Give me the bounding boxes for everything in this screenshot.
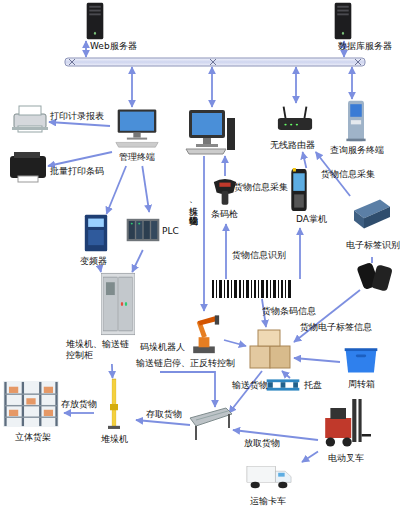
flow-arrow xyxy=(49,122,110,126)
terminal-node: 管理终端 xyxy=(110,108,166,166)
network-bus xyxy=(65,58,365,66)
node-label: 电动叉车 xyxy=(328,453,364,464)
bus-link xyxy=(211,67,213,107)
flow-arrow xyxy=(136,420,190,425)
connector xyxy=(111,364,113,378)
annotation-label: 货物电子标签信息 xyxy=(300,322,372,333)
robot-node: 码垛机器人 xyxy=(140,312,226,360)
flow-arrow xyxy=(371,257,373,263)
rfid-reader-node: 电子标签识别 xyxy=(336,196,411,256)
annotation-label: 货物条码信息 xyxy=(262,306,316,317)
flow-arrow xyxy=(225,224,227,279)
annotation-label: 拆垛、码垛货物 xyxy=(188,200,199,209)
barcode-image xyxy=(212,280,291,298)
flow-arrow xyxy=(282,371,290,378)
conveyor-icon xyxy=(190,408,232,440)
forklift-icon xyxy=(320,398,372,448)
flow-arrow xyxy=(160,372,215,407)
node-label: PLC xyxy=(162,226,179,237)
flow-arrow xyxy=(294,358,340,362)
flow-arrow xyxy=(224,340,246,346)
annotation-label: 批量打印条码 xyxy=(50,166,104,177)
connector xyxy=(302,452,318,463)
annotation-label: 货物信息识别 xyxy=(232,250,286,261)
connector xyxy=(303,152,307,168)
cabinet-icon xyxy=(98,272,138,336)
forklift-node: 电动叉车 xyxy=(318,398,374,468)
node-label: 堆垛机 xyxy=(101,434,128,445)
monitor-icon xyxy=(114,108,160,148)
annotation-label: 存取货物 xyxy=(146,409,182,420)
annotation-label: 打印计录报表 xyxy=(50,111,104,122)
inverter-icon xyxy=(82,214,110,252)
bin-node: 周转箱 xyxy=(338,346,390,396)
connector xyxy=(132,250,143,272)
racks-icon xyxy=(2,380,60,428)
truck-node: 运输卡车 xyxy=(236,460,302,508)
node-label: 数据库服务器 xyxy=(338,41,392,52)
node-label: DA掌机 xyxy=(296,214,327,225)
bus-link xyxy=(85,41,87,57)
inverter-node: 变频器 xyxy=(70,214,120,270)
printer-icon xyxy=(12,106,48,132)
flow-arrow xyxy=(203,156,205,311)
annotation-label: 货物信息采集 xyxy=(234,182,288,193)
reader-icon xyxy=(352,196,392,232)
router-node: 无线路由器 xyxy=(268,104,326,152)
connector xyxy=(142,166,149,212)
node-label: 条码枪 xyxy=(211,209,238,220)
node-label: 无线路由器 xyxy=(270,140,315,151)
connector xyxy=(64,412,94,414)
bin-icon xyxy=(344,346,378,374)
node-label: 电子标签识别 xyxy=(346,240,400,251)
flow-arrow xyxy=(299,228,301,279)
node-label: 码垛机器人 xyxy=(140,342,185,353)
pda-icon xyxy=(288,168,310,212)
node-label: 堆垛机、输送链 控制柜 xyxy=(66,339,136,361)
node-label: Web服务器 xyxy=(90,41,137,52)
router-icon xyxy=(276,106,314,136)
pallet-icon xyxy=(266,378,300,392)
connector xyxy=(107,166,127,214)
server-icon xyxy=(330,2,356,40)
server-icon xyxy=(82,2,108,40)
plc-node: PLC xyxy=(126,212,178,250)
edge-label: 货物信息采集 xyxy=(321,169,375,180)
node-label: 托盘 xyxy=(304,380,322,391)
rfid-tags xyxy=(356,262,392,292)
flow-arrow xyxy=(48,152,112,166)
label-printer-icon xyxy=(10,152,46,182)
bus-link xyxy=(295,67,297,103)
server-node: 数据库服务器 xyxy=(318,2,398,52)
bus-link xyxy=(131,67,133,107)
connector xyxy=(100,270,102,272)
robot-icon xyxy=(186,312,222,354)
plc-icon xyxy=(126,214,160,246)
node-label: 运输卡车 xyxy=(250,496,286,507)
edge-label: 存放货物 xyxy=(61,399,97,410)
flow-arrow xyxy=(229,371,262,413)
rack-node: 立体货架 xyxy=(2,380,64,446)
pallet-node: 托盘 xyxy=(266,374,326,396)
node-label: 立体货架 xyxy=(15,432,51,443)
flow-arrow xyxy=(224,156,226,176)
annotation-label: 放取货物 xyxy=(244,438,280,449)
bus-links xyxy=(86,41,352,107)
node-label: 变频器 xyxy=(80,256,107,267)
truck-icon xyxy=(246,460,292,492)
computer-icon xyxy=(186,110,235,154)
goods-boxes xyxy=(250,330,290,368)
annotation-label: 输送货物 xyxy=(232,380,268,391)
bus-link xyxy=(351,67,353,99)
stacker-icon xyxy=(104,378,124,430)
node-label: 周转箱 xyxy=(348,379,375,390)
annotation-label: 输送链启停、正反转控制 xyxy=(136,358,235,369)
node-label: 查询服务终端 xyxy=(330,145,384,156)
kiosk-node: 查询服务终端 xyxy=(326,100,406,158)
node-label: 管理终端 xyxy=(119,152,155,163)
kiosk-icon xyxy=(340,100,372,142)
stacker-node: 堆垛机 xyxy=(94,378,134,448)
server-node: Web服务器 xyxy=(78,2,158,52)
